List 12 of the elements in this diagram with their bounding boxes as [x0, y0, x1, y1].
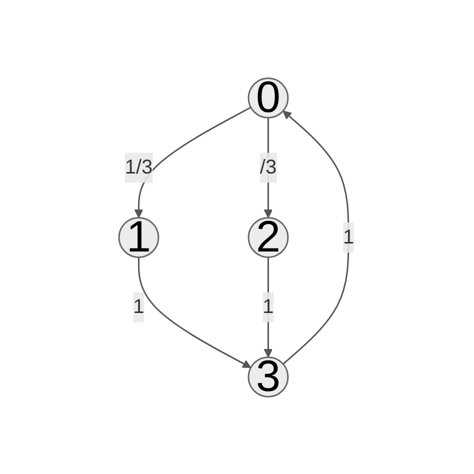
arrow [138, 256, 252, 368]
node-circle: 0 [248, 77, 290, 118]
edge-label: /3 [260, 156, 278, 178]
node-circle: 2 [248, 216, 290, 258]
edge-label: 1 [343, 226, 355, 248]
edge-label: 1 [263, 296, 274, 318]
edge-label: 1 [134, 296, 145, 318]
edge-label: 1/3 [125, 156, 154, 178]
node-circle: 1 [118, 216, 160, 258]
arrow [283, 110, 350, 364]
node-circle: 3 [248, 356, 290, 397]
arrow [134, 106, 252, 218]
